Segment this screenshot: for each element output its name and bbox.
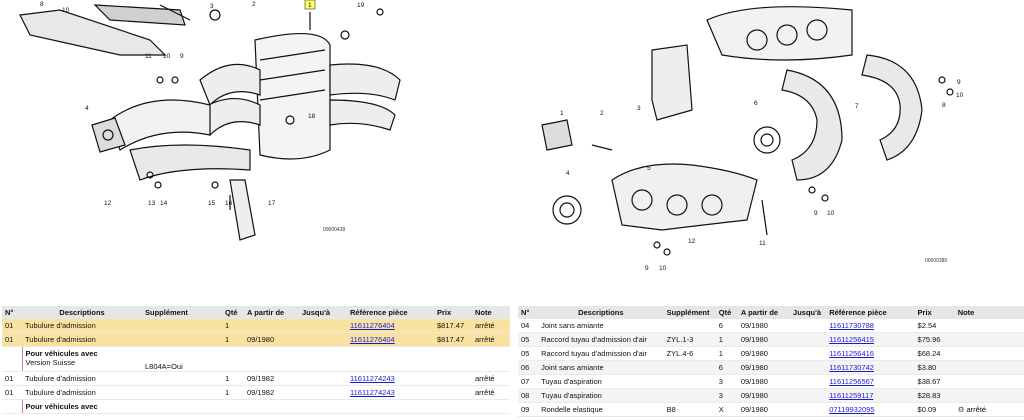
svg-text:6: 6 — [754, 100, 758, 107]
svg-text:3: 3 — [637, 105, 641, 112]
condition-subtitle: Version Suisse — [25, 358, 76, 367]
svg-text:7: 7 — [855, 103, 859, 110]
col-to: Jusqu'à — [299, 306, 347, 319]
table-header-row: N° Descriptions Supplément Qté A partir … — [2, 306, 510, 319]
part-ref-link[interactable]: 11611256415 — [829, 335, 874, 344]
svg-text:13: 13 — [148, 200, 156, 207]
svg-text:11: 11 — [759, 240, 766, 247]
part-ref-link[interactable]: 11611256416 — [829, 349, 874, 358]
part-ref-link[interactable]: 11611259117 — [829, 391, 874, 400]
condition-row: Pour véhicules avec Version Suisse L804A… — [2, 346, 510, 372]
svg-text:19: 19 — [357, 2, 365, 9]
table-row[interactable]: 05 Raccord tuyau d'admission d'air ZYL.1… — [518, 332, 1024, 347]
intake-manifold-illustration: 8 10 3 2 1 19 11 10 9 18 4 12 13 14 15 1… — [19, 0, 401, 241]
svg-text:12: 12 — [688, 238, 696, 245]
right-callouts: 1 2 3 6 7 8 9 10 4 5 9 10 12 11 9 10 — [560, 79, 964, 272]
col-note: Note — [472, 306, 510, 319]
svg-text:9: 9 — [814, 210, 818, 217]
part-ref-link[interactable]: 11611276404 — [350, 335, 395, 344]
svg-text:9: 9 — [180, 53, 184, 60]
table-row[interactable]: 01 Tubulure d'admission 1 11611276404 $8… — [2, 319, 510, 333]
table-row[interactable]: 09 Rondelle elastique B8 X 09/1980 07119… — [518, 402, 1024, 417]
svg-text:5: 5 — [647, 165, 651, 172]
svg-text:9: 9 — [645, 265, 649, 272]
col-price: Prix — [434, 306, 472, 319]
table-row[interactable]: 04 Joint sans amiante 6 09/1980 11611730… — [518, 319, 1024, 333]
svg-text:10: 10 — [163, 53, 171, 60]
svg-text:2: 2 — [252, 1, 256, 8]
diagram-code: 00000438 — [323, 227, 346, 233]
table-row[interactable]: 06 Joint sans amiante 6 09/1980 11611730… — [518, 360, 1024, 375]
col-qty: Qté — [222, 306, 244, 319]
condition-title: Pour véhicules avec — [25, 402, 98, 411]
svg-text:18: 18 — [308, 113, 316, 120]
svg-text:16: 16 — [225, 200, 233, 207]
svg-text:4: 4 — [85, 105, 89, 112]
table-row[interactable]: 07 Tuyau d'aspiration 3 09/1980 11611256… — [518, 374, 1024, 389]
svg-text:2: 2 — [600, 110, 604, 117]
svg-text:8: 8 — [942, 102, 946, 109]
part-ref-link[interactable]: 11611274243 — [350, 374, 395, 383]
svg-text:12: 12 — [104, 200, 112, 207]
svg-text:17: 17 — [268, 200, 276, 207]
part-ref-link[interactable]: 11611730788 — [829, 321, 874, 330]
svg-text:4: 4 — [566, 170, 570, 177]
svg-text:3: 3 — [210, 3, 214, 10]
col-descriptions: Descriptions — [538, 306, 664, 319]
svg-text:10: 10 — [956, 92, 964, 99]
part-ref-link[interactable]: 11611274243 — [350, 388, 395, 397]
table-row[interactable]: 08 Tuyau d'aspiration 3 09/1980 11611259… — [518, 388, 1024, 403]
col-supplement: Supplément — [142, 306, 222, 319]
col-descriptions: Descriptions — [22, 306, 142, 319]
col-no: N° — [518, 306, 539, 319]
part-ref-link[interactable]: 11611730742 — [829, 363, 874, 372]
parts-table-left: N° Descriptions Supplément Qté A partir … — [2, 306, 510, 414]
table-row[interactable]: 01 Tubulure d'admission 1 09/1982 116112… — [2, 385, 510, 400]
col-to: Jusqu'à — [790, 306, 827, 319]
left-parts-diagram: 8 10 3 2 1 19 11 10 9 18 4 12 13 14 15 1… — [0, 0, 512, 300]
col-price: Prix — [914, 306, 955, 319]
svg-text:8: 8 — [40, 1, 44, 8]
parts-table-right: N° Descriptions Supplément Qté A partir … — [518, 306, 1024, 417]
svg-text:1: 1 — [308, 2, 312, 9]
svg-text:10: 10 — [827, 210, 835, 217]
part-ref-link[interactable]: 11611276404 — [350, 321, 395, 330]
exhaust-manifold-illustration: 1 2 3 6 7 8 9 10 4 5 9 10 12 11 9 10 — [541, 6, 964, 272]
table-row[interactable]: 05 Raccord tuyau d'admission d'air ZYL.4… — [518, 346, 1024, 361]
svg-text:10: 10 — [62, 7, 70, 14]
table-row[interactable]: 01 Tubulure d'admission 1 09/1982 116112… — [2, 371, 510, 386]
col-qty: Qté — [715, 306, 738, 319]
left-callouts: 8 10 3 2 1 19 11 10 9 18 4 12 13 14 15 1… — [40, 0, 365, 207]
col-from: A partir de — [737, 306, 791, 319]
table-row[interactable]: 01 Tubulure d'admission 1 09/1980 116112… — [2, 332, 510, 347]
col-from: A partir de — [244, 306, 299, 319]
col-no: N° — [2, 306, 22, 319]
svg-text:15: 15 — [208, 200, 216, 207]
right-parts-diagram: 1 2 3 6 7 8 9 10 4 5 9 10 12 11 9 10 000… — [512, 0, 1024, 300]
condition-title: Pour véhicules avec — [25, 349, 98, 358]
col-ref: Référence pièce — [347, 306, 434, 319]
part-ref-link[interactable]: 07119932095 — [829, 405, 875, 414]
table-header-row: N° Descriptions Supplément Qté A partir … — [518, 306, 1024, 319]
svg-text:10: 10 — [659, 265, 667, 272]
svg-text:11: 11 — [145, 53, 152, 60]
part-ref-link[interactable]: 11611256567 — [829, 377, 874, 386]
svg-text:9: 9 — [957, 79, 961, 86]
col-note: Note — [954, 306, 1024, 319]
diagram-code: 00000380 — [925, 258, 948, 264]
svg-text:14: 14 — [160, 200, 168, 207]
svg-text:1: 1 — [560, 110, 564, 117]
col-ref: Référence pièce — [826, 306, 915, 319]
col-supplement: Supplément — [663, 306, 716, 319]
condition-row: Pour véhicules avec — [2, 399, 510, 414]
cart-icon[interactable]: ⚙ — [957, 405, 965, 414]
